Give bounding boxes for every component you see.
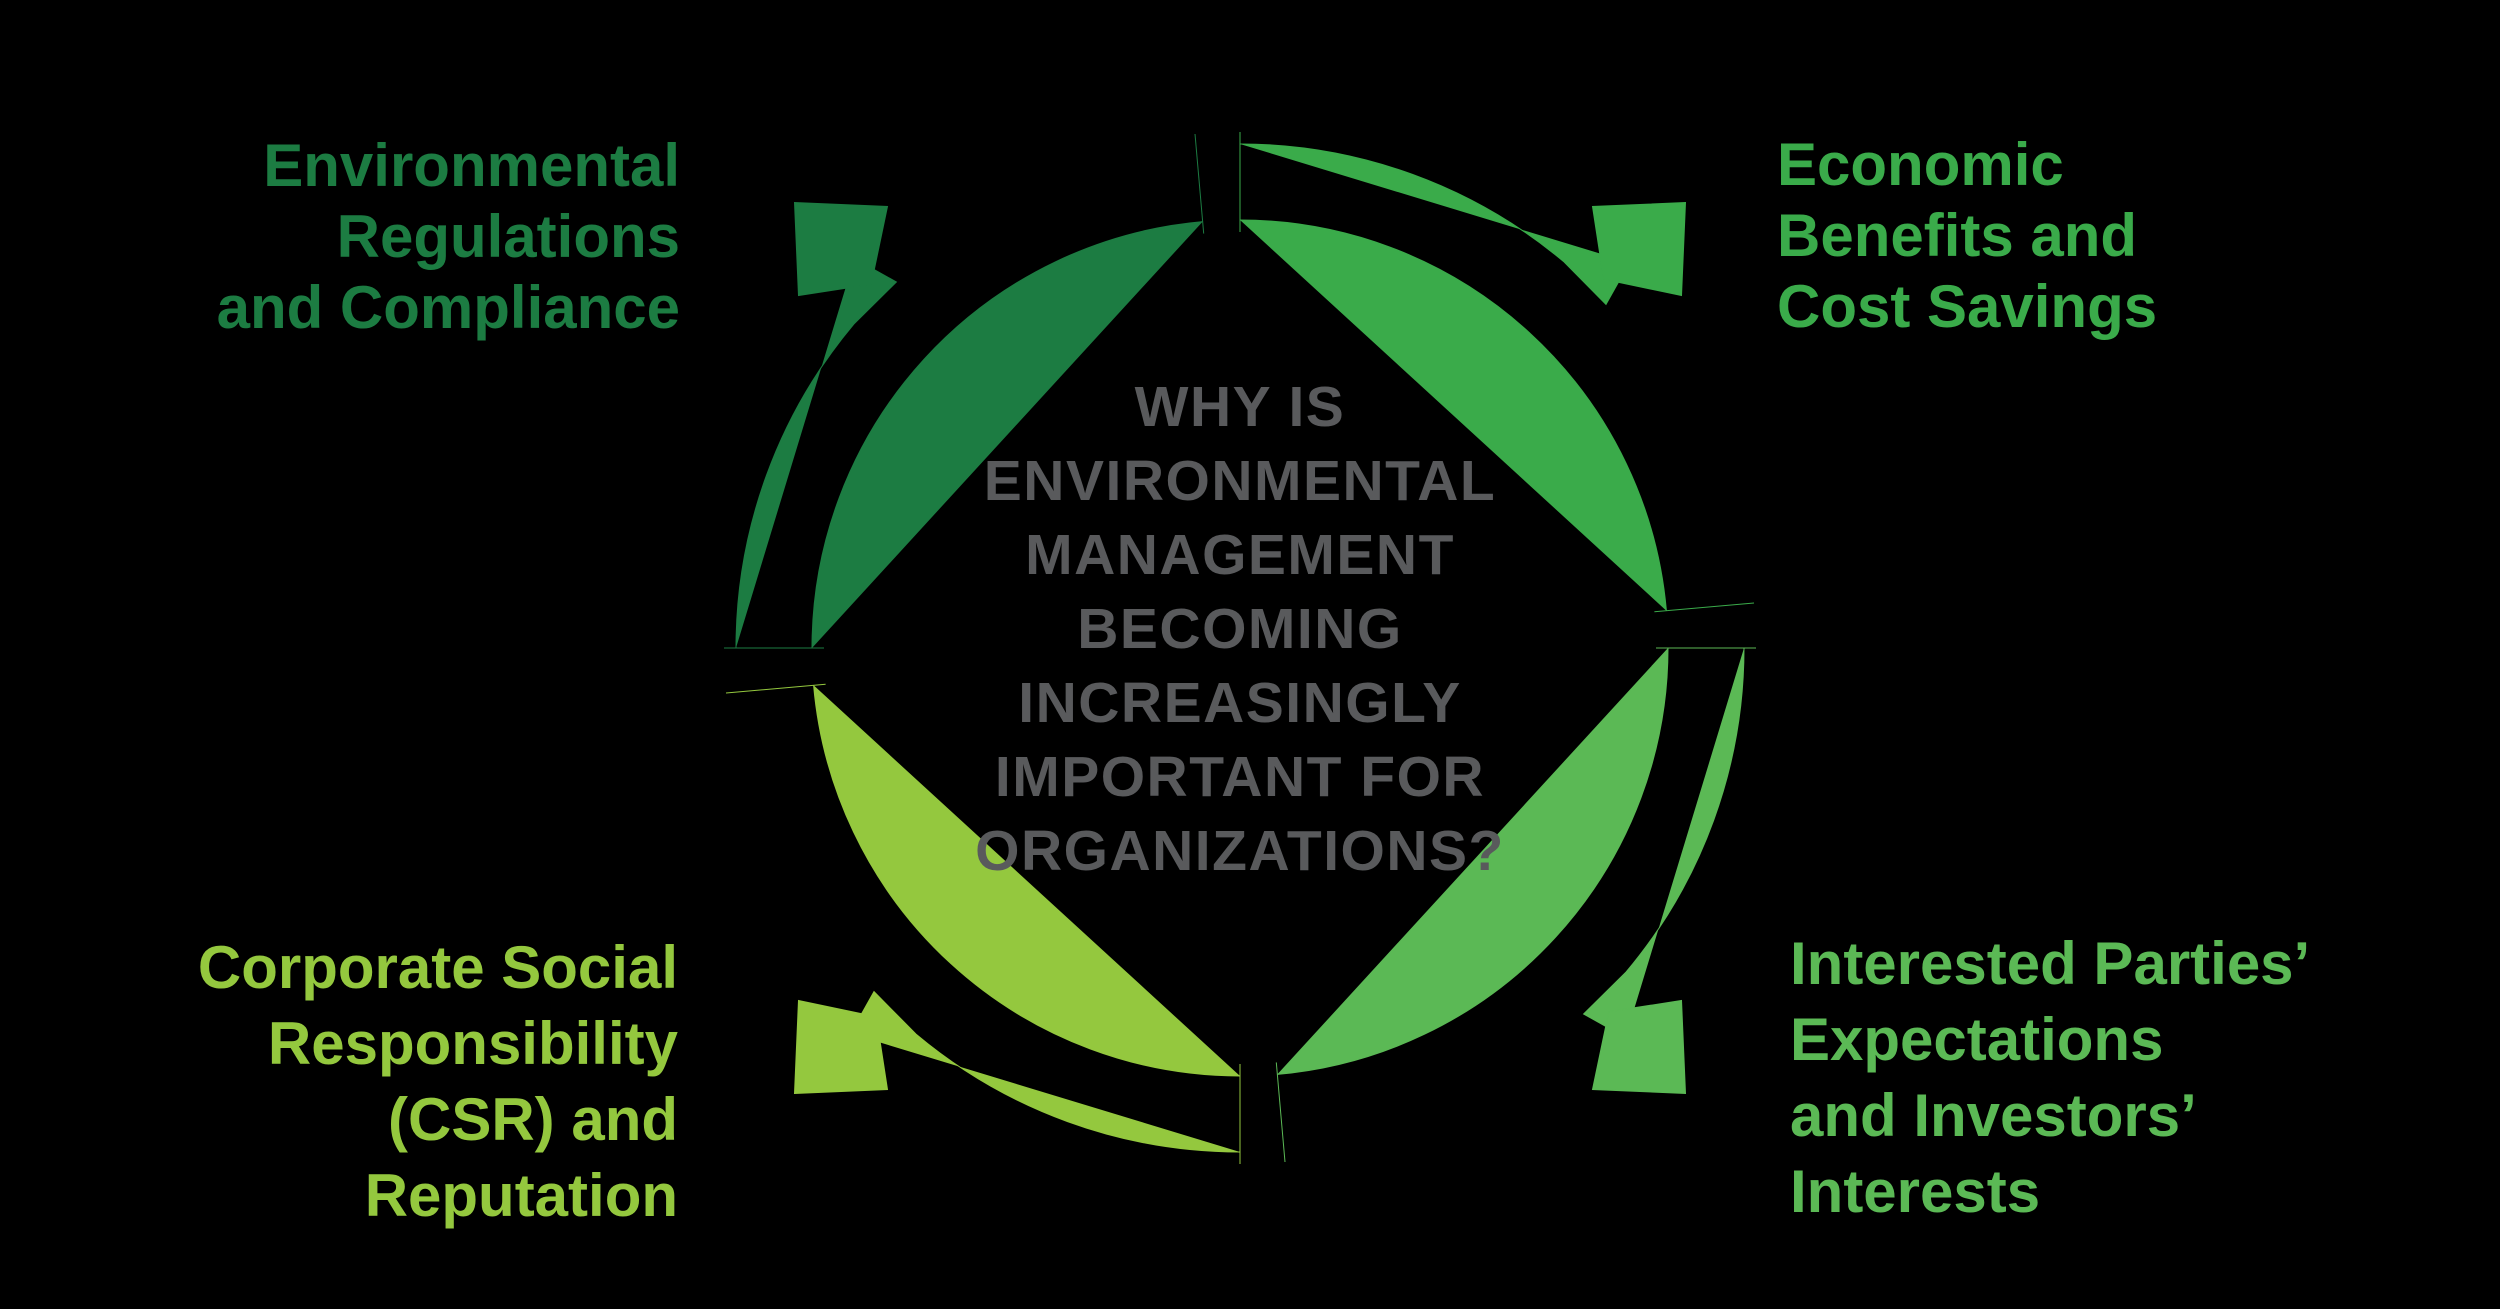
center-question-line: ENVIRONMENTAL <box>983 449 1497 513</box>
label-line: Interested Parties’ <box>1790 930 2311 997</box>
label-corporate-social-responsibility: Corporate Social Responsibility (CSR) an… <box>198 930 678 1234</box>
label-line: Cost Savings <box>1777 273 2158 340</box>
center-question-line: ORGANIZATIONS? <box>975 819 1505 883</box>
center-question-line: WHY IS <box>1134 375 1346 439</box>
label-line: Expectations <box>1790 1006 2164 1073</box>
center-question-line: IMPORTANT FOR <box>994 745 1486 809</box>
label-line: Benefits and <box>1777 202 2138 269</box>
label-environmental-regulations: Environmental Regulations and Compliance <box>217 130 680 343</box>
label-line: Corporate Social <box>197 934 678 1001</box>
label-line: and Investors’ <box>1790 1082 2197 1149</box>
label-line: (CSR) and <box>388 1086 678 1153</box>
label-interested-parties: Interested Parties’ Expectations and Inv… <box>1790 926 2310 1230</box>
label-line: Regulations <box>336 203 680 270</box>
label-line: Reputation <box>364 1162 678 1229</box>
label-line: Economic <box>1777 131 2064 198</box>
label-line: Environmental <box>263 132 680 199</box>
center-question-text: WHY IS ENVIRONMENTAL MANAGEMENT BECOMING… <box>840 370 1640 888</box>
label-line: Responsibility <box>267 1010 678 1077</box>
label-economic-benefits: Economic Benefits and Cost Savings <box>1777 129 2157 342</box>
center-question-line: INCREASINGLY <box>1018 671 1462 735</box>
center-question-line: MANAGEMENT <box>1025 523 1455 587</box>
label-line: Interests <box>1790 1158 2041 1225</box>
label-line: and Compliance <box>216 274 680 341</box>
center-question-line: BECOMING <box>1077 597 1403 661</box>
